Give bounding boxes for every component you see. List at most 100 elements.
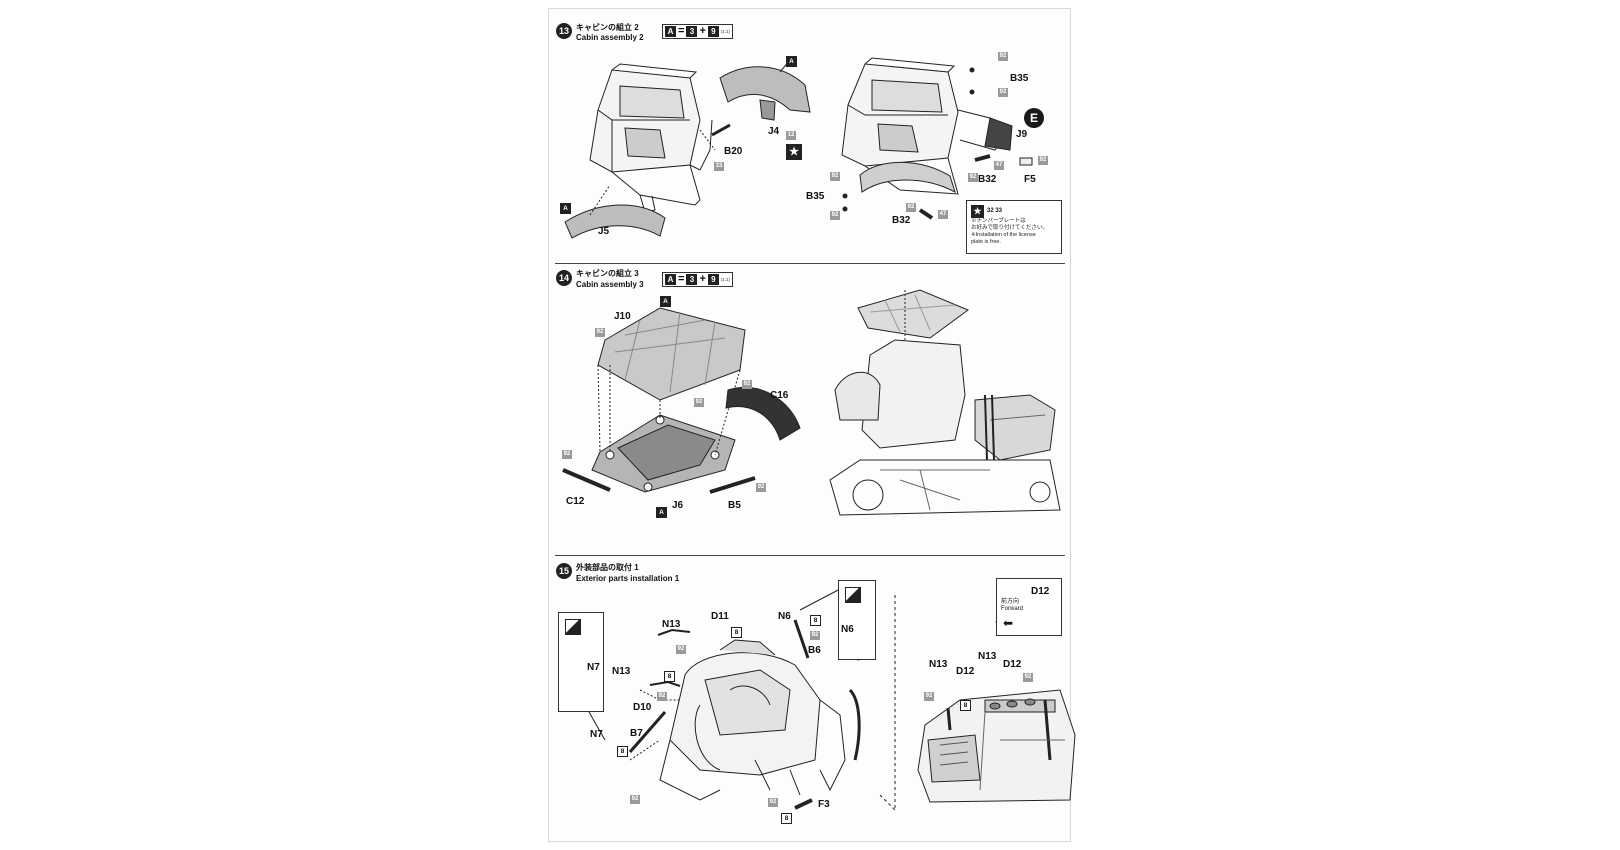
part-b5-drawing <box>709 476 756 494</box>
paint-number: 47 <box>938 210 948 219</box>
part-c12-drawing <box>562 468 611 492</box>
part-b32-drawing <box>974 154 991 162</box>
formula-box-c: 9 <box>707 274 719 285</box>
formula-note: (1:1) <box>720 29 731 34</box>
step14-tractor-drawing <box>829 289 1061 516</box>
star-icon: ★ <box>786 144 802 160</box>
step13-fender-j4-drawing <box>719 59 811 121</box>
parts-tree-marker: A <box>560 203 571 214</box>
paint-number: 92 <box>742 380 752 389</box>
parts-tree-marker: A <box>656 507 667 518</box>
part-label-f5: F5 <box>1024 174 1036 185</box>
step-15-title-jp: 外装部品の取付 1 <box>576 563 639 572</box>
paint-number: 92 <box>562 450 572 459</box>
part-label-j9: J9 <box>1016 129 1028 140</box>
step15-front-detail-drawing <box>917 689 1076 803</box>
part-label-n13: N13 <box>929 659 948 670</box>
part-label-n13: N13 <box>612 666 631 677</box>
formula-box-a: A <box>665 274 676 285</box>
part-label-j4: J4 <box>768 126 780 137</box>
part-label-b32: B32 <box>892 215 911 226</box>
paint-chip-icon <box>845 587 861 603</box>
paint-number: 47 <box>994 161 1004 170</box>
paint-number: 92 <box>630 795 640 804</box>
paint-number-8: 8 <box>781 813 792 824</box>
paint-number: 92 <box>998 88 1008 97</box>
part-label-b6: B6 <box>808 645 821 656</box>
part-label-b35: B35 <box>806 191 825 202</box>
callout-label-d12: D12 <box>1031 586 1050 597</box>
step13-fender-j5-drawing <box>564 184 666 239</box>
step-13-formula: A = 3 + 9 (1:1) <box>662 24 734 39</box>
paint-number: 92 <box>676 645 686 654</box>
part-f3-drawing <box>794 798 813 810</box>
part-n6-callout: N6 <box>838 580 876 660</box>
formula-equals: = <box>678 25 685 37</box>
part-b20-drawing <box>711 123 731 137</box>
formula-note: (1:1) <box>720 277 731 282</box>
parts-tree-e-marker: E <box>1024 108 1044 128</box>
part-label-c12: C12 <box>566 496 585 507</box>
step-15-number: 15 <box>556 563 572 579</box>
formula-box-c: 9 <box>707 26 719 37</box>
part-label-c16: C16 <box>770 390 789 401</box>
paint-number: 92 <box>810 631 820 640</box>
paint-number-8: 8 <box>810 615 821 626</box>
part-label-d11: D11 <box>711 611 729 622</box>
part-label-f3: F3 <box>818 799 830 810</box>
formula-plus: + <box>699 25 706 37</box>
part-label-b35: B35 <box>1010 73 1029 84</box>
paint-number-8: 8 <box>664 671 675 682</box>
forward-label-jp: 前方向 <box>1001 599 1020 605</box>
paint-number: 12 <box>786 131 796 140</box>
formula-box-a: A <box>665 26 676 37</box>
part-label-n13: N13 <box>978 651 997 662</box>
parts-tree-marker: A <box>660 296 671 307</box>
paint-number: 92 <box>998 52 1008 61</box>
step15-tractor-drawing <box>629 639 861 801</box>
license-plate-note: ★ 32 33 ※ナンバープレートは お好みで取り付けてください。 ※Insta… <box>966 200 1062 254</box>
step-14-title-en: Cabin assembly 3 <box>576 280 644 289</box>
paint-number: 92 <box>830 172 840 181</box>
part-label-d10: D10 <box>633 702 652 713</box>
note-text: ※ナンバープレートは お好みで取り付けてください。 ※Installation … <box>971 218 1048 245</box>
paint-number: 92 <box>1038 156 1048 165</box>
step14-roof-j6-drawing <box>591 414 736 493</box>
forward-label-en: Forward <box>1001 606 1024 612</box>
part-b6-drawing <box>793 619 810 659</box>
paint-number: 92 <box>657 692 667 701</box>
note-paint-numbers: 32 33 <box>987 208 1003 214</box>
formula-plus: + <box>699 273 706 285</box>
paint-number-8: 8 <box>617 746 628 757</box>
step-13-title-jp: キャビンの組立 2 <box>576 23 639 32</box>
step-13-title-en: Cabin assembly 2 <box>576 33 644 42</box>
step13-cabin-right-drawing <box>841 57 1013 195</box>
paint-chip-icon <box>565 619 581 635</box>
part-f5-drawing <box>1019 157 1033 166</box>
paint-number: 92 <box>1023 673 1033 682</box>
step14-part-c16-drawing <box>725 386 801 441</box>
part-label-b5: B5 <box>728 500 741 511</box>
paint-number: 92 <box>768 798 778 807</box>
paint-number: 92 <box>968 173 978 182</box>
part-label-n13: N13 <box>662 619 681 630</box>
step-13-number: 13 <box>556 23 572 39</box>
paint-number-8: 8 <box>731 627 742 638</box>
paint-number: 92 <box>830 211 840 220</box>
step-14-title-jp: キャビンの組立 3 <box>576 269 639 278</box>
formula-equals: = <box>678 273 685 285</box>
part-label-b32: B32 <box>978 174 997 185</box>
part-label-j5: J5 <box>598 226 610 237</box>
paint-number: 92 <box>756 483 766 492</box>
part-label-b20: B20 <box>724 146 743 157</box>
part-label-j10: J10 <box>614 311 631 322</box>
section-divider <box>555 263 1065 264</box>
paint-number: 92 <box>595 328 605 337</box>
formula-box-b: 3 <box>686 26 698 37</box>
part-label-n6: N6 <box>778 611 791 622</box>
paint-number: 92 <box>694 398 704 407</box>
paint-number-8: 8 <box>960 700 971 711</box>
part-label-d12: D12 <box>956 666 975 677</box>
callout-label-n7: N7 <box>587 662 600 673</box>
